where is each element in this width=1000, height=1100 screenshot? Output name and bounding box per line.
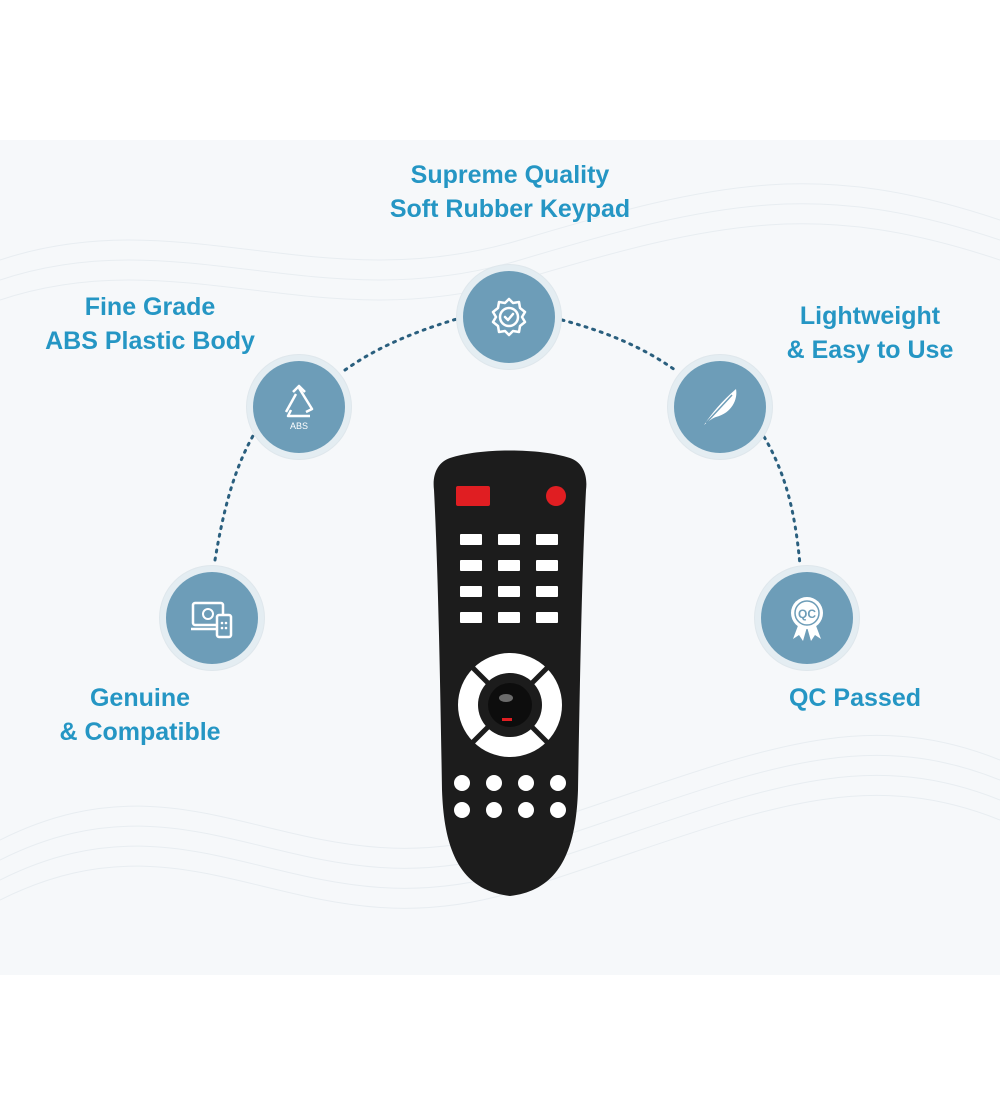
power-button: [546, 486, 566, 506]
devices-icon: [191, 601, 233, 639]
qc-badge: QC: [755, 566, 859, 670]
feature-lightweight-line1: Lightweight: [799, 302, 941, 330]
key-grid: [460, 534, 558, 623]
abs-recycle-icon: ABS: [284, 384, 314, 431]
feature-genuine-line1: Genuine: [89, 684, 190, 712]
qc-icon-text: QC: [798, 607, 816, 621]
feather-icon: [704, 389, 737, 425]
feature-genuine-line2: & Compatible: [59, 718, 221, 746]
feature-label-abs: Fine Grade ABS Plastic Body: [20, 290, 280, 358]
keypad-badge: [457, 265, 561, 369]
red-button: [456, 486, 490, 506]
genuine-badge: [160, 566, 264, 670]
feature-abs-line2: ABS Plastic Body: [45, 327, 255, 355]
feature-label-lightweight: Lightweight & Easy to Use: [760, 299, 980, 367]
abs-badge: ABS: [247, 355, 351, 459]
feature-label-qc: QC Passed: [760, 681, 950, 715]
remote-control-image: [433, 450, 587, 896]
feature-qc-line1: QC Passed: [788, 684, 921, 712]
ok-button: [488, 683, 532, 727]
lightweight-badge: [668, 355, 772, 459]
feature-label-genuine: Genuine & Compatible: [30, 681, 250, 749]
qc-rosette-icon: QC: [791, 597, 823, 641]
feature-label-keypad: Supreme Quality Soft Rubber Keypad: [360, 158, 660, 226]
round-buttons: [454, 775, 566, 818]
feature-keypad-line1: Supreme Quality: [410, 161, 610, 189]
feature-abs-line1: Fine Grade: [84, 293, 216, 321]
quality-check-badge-icon: [491, 297, 527, 337]
feature-lightweight-line2: & Easy to Use: [786, 336, 954, 364]
abs-icon-text: ABS: [290, 421, 308, 431]
feature-keypad-line2: Soft Rubber Keypad: [389, 195, 631, 223]
